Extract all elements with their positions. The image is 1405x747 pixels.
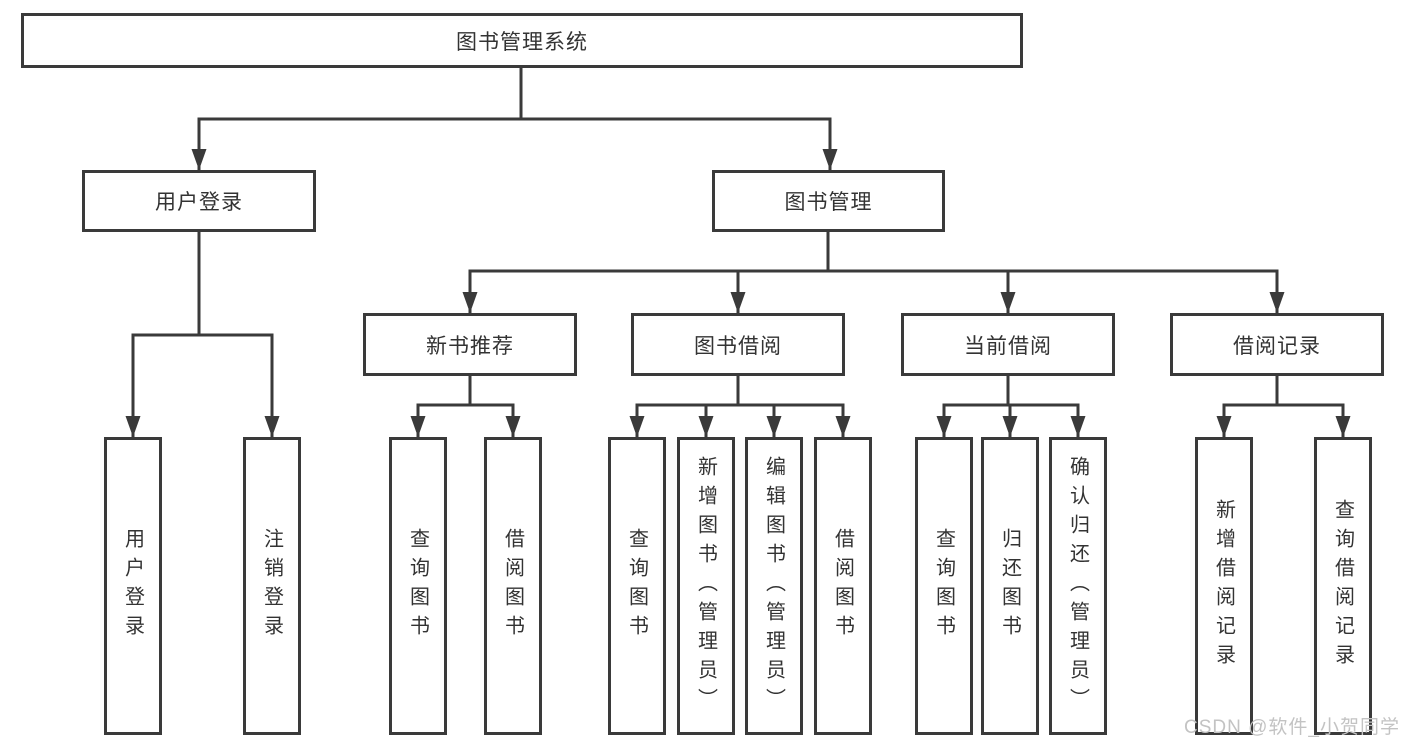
leaf-borrowing-borrow-books: 借阅图书 <box>814 437 872 735</box>
watermark: CSDN @软件_小贺同学 <box>1184 717 1400 738</box>
leaf-borrowing-query-books: 查询图书 <box>608 437 666 735</box>
node-user-login: 用户登录 <box>82 170 316 232</box>
connector-book-borrowing <box>629 376 851 437</box>
node-book-management: 图书管理 <box>712 170 945 232</box>
node-book-borrowing: 图书借阅 <box>631 313 845 376</box>
leaf-borrowing-edit-books: 编辑图书（管理员） <box>745 437 803 735</box>
node-current-borrowing: 当前借阅 <box>901 313 1115 376</box>
leaf-logout: 注销登录 <box>243 437 301 735</box>
node-new-book-recommend: 新书推荐 <box>363 313 577 376</box>
connector-book-management <box>462 232 1285 313</box>
connector-user-login <box>125 232 280 437</box>
leaf-recommend-query-books: 查询图书 <box>389 437 447 735</box>
node-borrowing-records: 借阅记录 <box>1170 313 1384 376</box>
leaf-current-return-books: 归还图书 <box>981 437 1039 735</box>
leaf-records-query-record: 查询借阅记录 <box>1314 437 1372 735</box>
connector-root <box>191 68 838 170</box>
leaf-current-query-books: 查询图书 <box>915 437 973 735</box>
leaf-records-add-record: 新增借阅记录 <box>1195 437 1253 735</box>
node-root: 图书管理系统 <box>21 13 1023 68</box>
connector-new-book-recommend <box>410 376 521 437</box>
leaf-current-confirm-return: 确认归还（管理员） <box>1049 437 1107 735</box>
connector-borrowing-records <box>1216 376 1351 437</box>
leaf-recommend-borrow-books: 借阅图书 <box>484 437 542 735</box>
leaf-borrowing-add-books: 新增图书（管理员） <box>677 437 735 735</box>
leaf-user-login: 用户登录 <box>104 437 162 735</box>
connector-current-borrowing <box>936 376 1086 437</box>
